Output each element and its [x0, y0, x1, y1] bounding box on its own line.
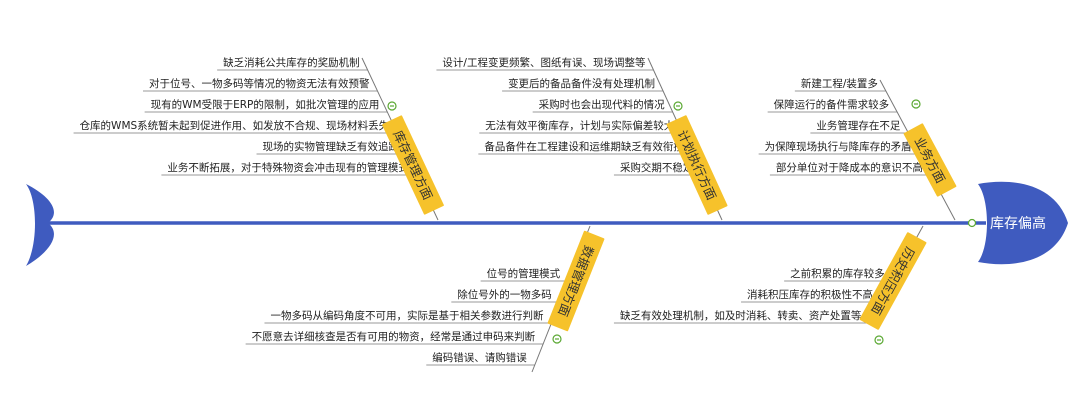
cause-label: 现有的WM受限于ERP的限制，如批次管理的应用 [151, 98, 380, 111]
cause-label: 采购时也会出现代料的情况 [539, 98, 665, 111]
cause-label: 备品备件在工程建设和运维期缺乏有效衔接 [484, 140, 684, 153]
category-inventory-mgmt: 缺乏消耗公共库存的奖励机制对于位号、一物多码等情况的物资无法有效预警现有的WM受… [73, 56, 444, 221]
collapse-minus-icon[interactable] [552, 334, 562, 344]
cause-label: 保障运行的备件需求较多 [774, 98, 890, 111]
category-box-bg [666, 115, 728, 215]
cause-label: 设计/工程变更频繁、图纸有误、现场调整等 [442, 56, 646, 69]
cause-label: 新建工程/装置多 [801, 77, 878, 90]
category-box-bg [903, 123, 957, 197]
cause-label: 不愿意去详细核查是否有可用的物资，经常是通过申码来判断 [252, 330, 536, 343]
cause-label: 缺乏消耗公共库存的奖励机制 [223, 56, 360, 69]
cause-label: 为保障现场执行与降库存的矛盾 [765, 140, 912, 153]
category-business: 新建工程/装置多保障运行的备件需求较多业务管理存在不足为保障现场执行与降库存的矛… [758, 77, 957, 221]
category-plan-exec: 设计/工程变更频繁、图纸有误、现场调整等变更后的备品备件没有处理机制采购时也会出… [436, 56, 728, 221]
cause-label: 业务不断拓展，对于特殊物资会冲击现有的管理模式 [167, 161, 409, 174]
cause-label: 无法有效平衡库存，计划与实际偏差较大 [485, 119, 674, 132]
collapse-minus-icon[interactable] [387, 101, 397, 111]
cause-label: 仓库的WMS系统暂未起到促进作用、如发放不合规、现场材料丢失 [80, 119, 390, 132]
category-box-business[interactable]: 业务方面 [903, 123, 957, 197]
collapse-minus-icon[interactable] [911, 99, 921, 109]
cause-label: 变更后的备品备件没有处理机制 [508, 77, 655, 90]
category-data-mgmt: 位号的管理模式除位号外的一物多码一物多码从编码角度不可用，实际是基于相关参数进行… [245, 225, 605, 373]
cause-label: 采购交期不稳定 [620, 161, 694, 174]
cause-label: 除位号外的一物多码 [457, 288, 552, 301]
cause-label: 现场的实物管理缺乏有效追踪 [263, 140, 400, 153]
cause-label: 业务管理存在不足 [816, 119, 900, 132]
cause-label: 对于位号、一物多码等情况的物资无法有效预警 [149, 77, 370, 90]
collapse-minus-icon[interactable] [673, 101, 683, 111]
fish-head[interactable] [978, 181, 1068, 265]
cause-label: 位号的管理模式 [487, 267, 561, 280]
head-connector-icon[interactable] [967, 218, 977, 228]
fish-tail [26, 184, 54, 266]
cause-label: 编码错误、请购错误 [432, 351, 527, 364]
head-label: 库存偏高 [990, 215, 1046, 232]
cause-label: 缺乏有效处理机制，如及时消耗、转卖、资产处置等 [620, 309, 862, 322]
category-history: 之前积累的库存较多消耗积压库存的积极性不高缺乏有效处理机制，如及时消耗、转卖、资… [613, 225, 927, 345]
category-box-bg [547, 230, 605, 332]
cause-label: 消耗积压库存的积极性不高 [747, 288, 873, 301]
collapse-minus-icon[interactable] [874, 335, 884, 345]
cause-label: 之前积累的库存较多 [790, 267, 885, 280]
category-box-bg [382, 115, 444, 215]
cause-label: 部分单位对于降成本的意识不高 [776, 161, 923, 174]
category-box-bg [859, 232, 927, 330]
cause-label: 一物多码从编码角度不可用，实际是基于相关参数进行判断 [270, 309, 543, 322]
